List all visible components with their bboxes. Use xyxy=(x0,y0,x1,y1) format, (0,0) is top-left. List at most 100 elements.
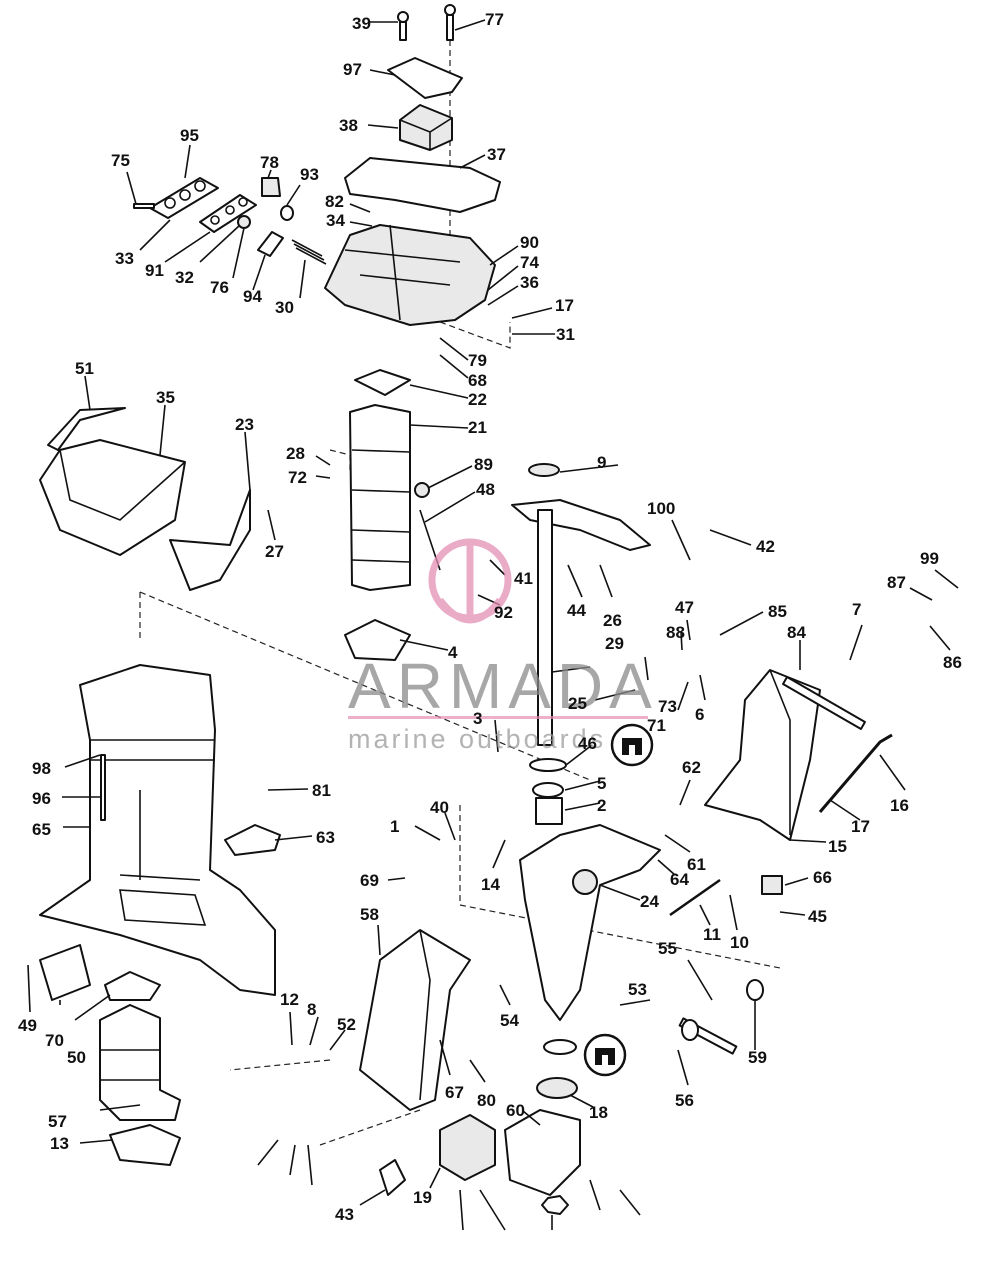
shaft-7 xyxy=(537,509,553,746)
callout-58: 58 xyxy=(360,905,379,924)
callout-13: 13 xyxy=(50,1134,69,1153)
callout-88: 88 xyxy=(666,623,685,642)
tilt-lever-61 xyxy=(818,733,893,813)
callout-42: 42 xyxy=(756,537,775,556)
callout-9: 9 xyxy=(597,453,606,472)
ring-icon-top xyxy=(610,723,654,767)
ring-icon-bottom xyxy=(583,1033,627,1077)
watermark-brand: ARMADA xyxy=(348,650,658,722)
callout-56: 56 xyxy=(675,1091,694,1110)
callout-30: 30 xyxy=(275,298,294,317)
callout-53: 53 xyxy=(628,980,647,999)
callout-15: 15 xyxy=(828,837,847,856)
callout-96: 96 xyxy=(32,789,51,808)
callout-46: 46 xyxy=(578,734,597,753)
callout-79: 79 xyxy=(468,351,487,370)
callout-93: 93 xyxy=(300,165,319,184)
callout-77: 77 xyxy=(485,10,504,29)
callout-11: 11 xyxy=(703,925,721,944)
callout-45: 45 xyxy=(808,907,827,926)
gasket-79 xyxy=(354,369,411,396)
callout-86: 86 xyxy=(943,653,962,672)
callout-37: 37 xyxy=(487,145,506,164)
seal-71-top xyxy=(344,619,411,661)
cowl-21 xyxy=(39,439,186,556)
callout-78: 78 xyxy=(260,153,279,172)
callout-33: 33 xyxy=(115,249,134,268)
callout-97: 97 xyxy=(343,60,362,79)
drive-shaft-housing-15 xyxy=(39,664,276,996)
exhaust-housing-30 xyxy=(324,224,496,326)
callout-18: 18 xyxy=(589,1103,608,1122)
callout-74: 74 xyxy=(520,253,539,272)
callout-54: 54 xyxy=(500,1011,519,1030)
bushing-3 xyxy=(535,797,563,825)
callout-6: 6 xyxy=(695,705,704,724)
callout-31: 31 xyxy=(556,325,575,344)
clamp-bracket-45 xyxy=(359,929,471,1111)
callout-98: 98 xyxy=(32,759,51,778)
callout-21: 21 xyxy=(468,418,487,437)
block-40 xyxy=(761,875,783,895)
cover-plate-97 xyxy=(387,57,463,99)
mount-12 xyxy=(504,1109,581,1196)
callout-92: 92 xyxy=(494,603,513,622)
callout-35: 35 xyxy=(156,388,175,407)
callout-57: 57 xyxy=(48,1112,67,1131)
gasket-33b xyxy=(257,231,284,257)
seal-93 xyxy=(280,205,294,221)
callout-49: 49 xyxy=(18,1016,37,1035)
nut-13 xyxy=(541,1195,569,1215)
callout-61: 61 xyxy=(687,855,706,874)
callout-72: 72 xyxy=(288,468,307,487)
callout-43: 43 xyxy=(335,1205,354,1224)
thermostat-78 xyxy=(261,177,281,197)
housing-67 xyxy=(99,1004,181,1121)
seal-80 xyxy=(109,1124,181,1166)
callout-44: 44 xyxy=(567,601,586,620)
bushing-50b xyxy=(681,1019,699,1041)
callout-41: 41 xyxy=(514,569,533,588)
cover-51 xyxy=(169,489,251,591)
callout-65: 65 xyxy=(32,820,51,839)
callout-87: 87 xyxy=(887,573,906,592)
callout-16: 16 xyxy=(890,796,909,815)
washer-6 xyxy=(529,758,567,772)
plate-32 xyxy=(199,194,257,233)
callout-25: 25 xyxy=(568,694,587,713)
callout-64: 64 xyxy=(670,870,689,889)
seal-71 xyxy=(104,971,161,1001)
callout-28: 28 xyxy=(286,444,305,463)
callout-69: 69 xyxy=(360,871,379,890)
callout-66: 66 xyxy=(813,868,832,887)
callout-80: 80 xyxy=(477,1091,496,1110)
grommet-28 xyxy=(414,482,430,498)
callout-2: 2 xyxy=(597,796,606,815)
callout-38: 38 xyxy=(339,116,358,135)
exhaust-tube-68 xyxy=(349,404,411,591)
callout-32: 32 xyxy=(175,268,194,287)
callout-71: 71 xyxy=(647,716,666,735)
callout-94: 94 xyxy=(243,287,262,306)
callout-81: 81 xyxy=(312,781,331,800)
spring-94 xyxy=(291,239,327,265)
callout-89: 89 xyxy=(474,455,493,474)
seal-22 xyxy=(47,407,126,451)
callout-51: 51 xyxy=(75,359,94,378)
leader-lines xyxy=(27,19,959,1231)
callout-75: 75 xyxy=(111,151,130,170)
callout-5: 5 xyxy=(597,774,606,793)
callout-8: 8 xyxy=(307,1000,316,1019)
callout-84: 84 xyxy=(787,623,806,642)
callout-63: 63 xyxy=(316,828,335,847)
callout-91: 91 xyxy=(145,261,164,280)
plate-60 xyxy=(379,1159,406,1196)
callout-27: 27 xyxy=(265,542,284,561)
callout-23: 23 xyxy=(235,415,254,434)
watermark: ARMADA marine outboards xyxy=(348,538,658,754)
bolt-77 xyxy=(444,4,456,41)
callout-14: 14 xyxy=(481,875,500,894)
mount-18 xyxy=(439,1114,496,1181)
callout-48: 48 xyxy=(476,480,495,499)
